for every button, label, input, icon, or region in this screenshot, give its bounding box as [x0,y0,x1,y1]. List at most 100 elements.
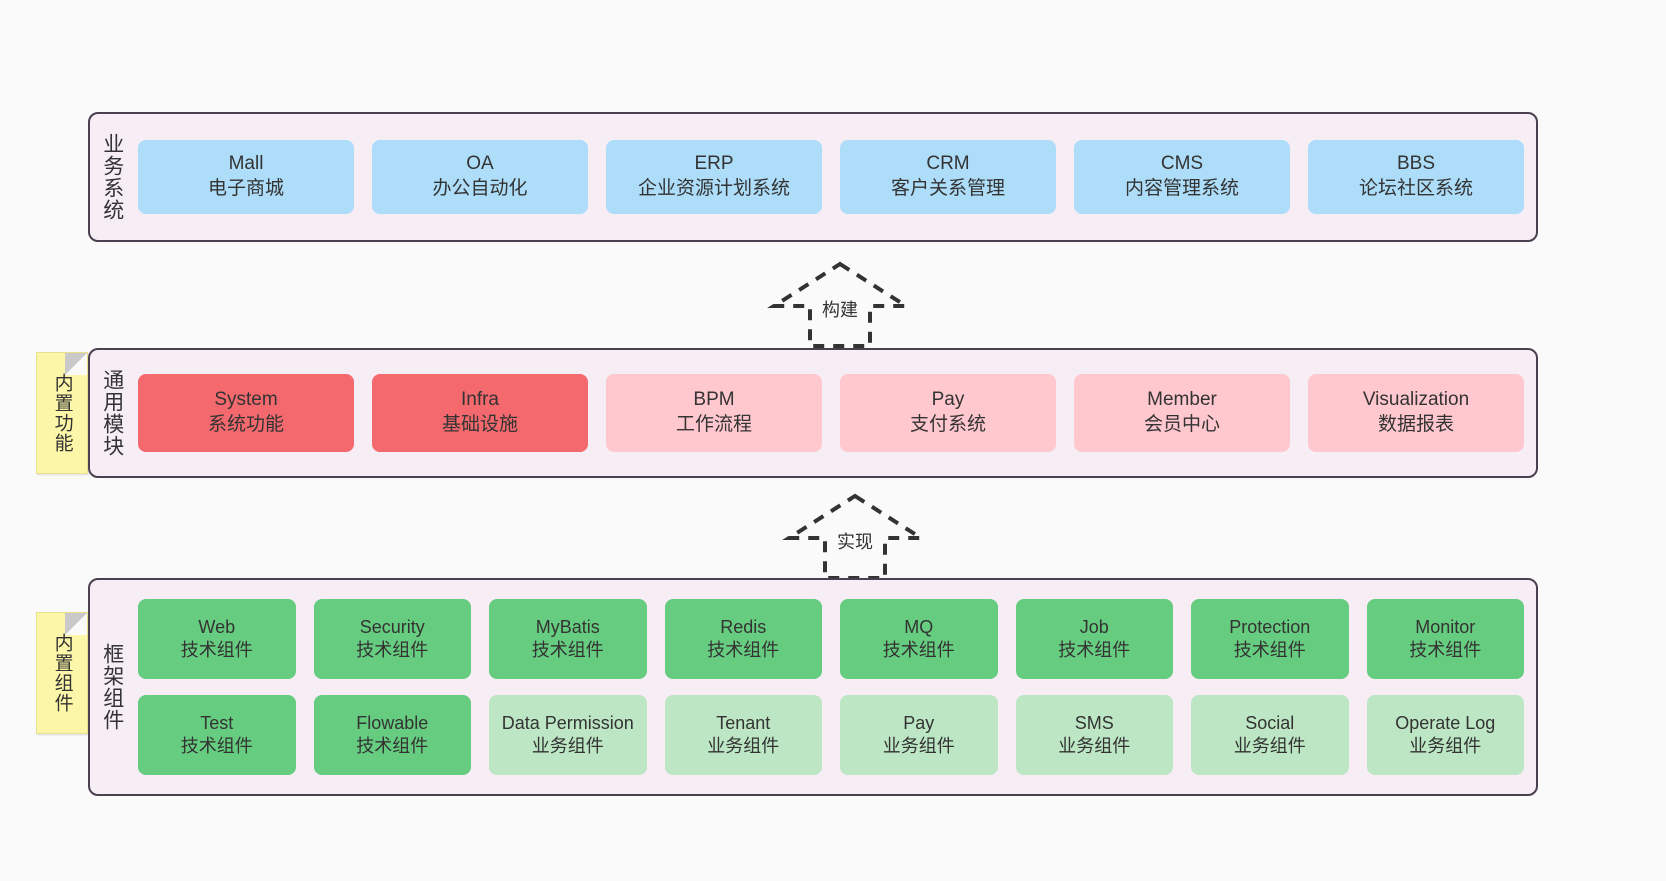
card-title-en: MQ [904,616,934,637]
card-title-en: Social [1245,712,1295,733]
section-business-systems: 业务系统 Mall 电子商城 OA 办公自动化 ERP 企业资源计划系统 CRM [88,112,1538,242]
card-title-cn: 技术组件 [356,736,429,756]
card-title-en: Mall [228,153,264,175]
card-title-cn: 企业资源计划系统 [637,178,790,199]
card-title-en: Operate Log [1395,712,1496,733]
card-sms[interactable]: SMS 业务组件 [1015,695,1173,775]
card-title-cn: 技术组件 [180,736,253,756]
card-title-cn: 工作流程 [675,414,752,435]
card-title-en: Protection [1229,616,1311,637]
card-title-cn: 业务组件 [531,736,604,756]
card-title-en: ERP [694,153,734,175]
card-title-cn: 技术组件 [1233,640,1306,660]
card-member[interactable]: Member 会员中心 [1074,374,1290,452]
card-title-en: Member [1147,389,1217,411]
section-body-business-systems: Mall 电子商城 OA 办公自动化 ERP 企业资源计划系统 CRM 客户关系… [134,114,1536,240]
card-row-business-components: Test 技术组件 Flowable 技术组件 Data Permission … [138,695,1524,775]
card-title-en: Tenant [716,712,771,733]
card-bbs[interactable]: BBS 论坛社区系统 [1308,140,1524,214]
card-oa[interactable]: OA 办公自动化 [372,140,588,214]
card-title-en: Pay [903,712,935,733]
card-row-common-modules: System 系统功能 Infra 基础设施 BPM 工作流程 Pay 支付系统… [138,374,1524,452]
card-web[interactable]: Web 技术组件 [138,599,296,679]
card-pay-component[interactable]: Pay 业务组件 [840,695,998,775]
card-title-cn: 业务组件 [1233,736,1306,756]
section-title-framework-components: 框架组件 [100,643,124,731]
card-title-en: Pay [931,389,965,411]
card-bpm[interactable]: BPM 工作流程 [606,374,822,452]
card-title-en: BBS [1396,153,1436,175]
card-test[interactable]: Test 技术组件 [138,695,296,775]
card-cms[interactable]: CMS 内容管理系统 [1074,140,1290,214]
card-redis[interactable]: Redis 技术组件 [664,599,822,679]
card-title-cn: 业务组件 [1409,736,1482,756]
section-body-framework-components: Web 技术组件 Security 技术组件 MyBatis 技术组件 Redi… [134,580,1536,794]
card-title-cn: 技术组件 [707,640,780,660]
card-title-cn: 会员中心 [1143,414,1220,435]
card-title-cn: 业务组件 [882,736,955,756]
card-pay-module[interactable]: Pay 支付系统 [840,374,1056,452]
card-title-cn: 技术组件 [180,640,253,660]
card-title-cn: 数据报表 [1377,414,1454,435]
card-title-cn: 论坛社区系统 [1358,178,1473,199]
card-mybatis[interactable]: MyBatis 技术组件 [489,599,647,679]
sticky-note-builtin-component: 内置组件 [36,612,88,734]
card-data-permission[interactable]: Data Permission 业务组件 [489,695,647,775]
card-mq[interactable]: MQ 技术组件 [840,599,998,679]
card-infra[interactable]: Infra 基础设施 [372,374,588,452]
card-title-cn: 技术组件 [882,640,955,660]
card-visualization[interactable]: Visualization 数据报表 [1308,374,1524,452]
card-monitor[interactable]: Monitor 技术组件 [1366,599,1524,679]
card-title-en: OA [466,153,494,175]
card-title-en: Security [359,616,425,637]
card-system[interactable]: System 系统功能 [138,374,354,452]
card-title-cn: 办公自动化 [432,178,528,199]
uml-arrow-build: 构建 [760,258,920,350]
card-row-business-systems: Mall 电子商城 OA 办公自动化 ERP 企业资源计划系统 CRM 客户关系… [138,140,1524,214]
card-title-en: Visualization [1362,389,1470,411]
card-social[interactable]: Social 业务组件 [1191,695,1349,775]
card-flowable[interactable]: Flowable 技术组件 [313,695,471,775]
card-title-cn: 客户关系管理 [890,178,1005,199]
card-title-en: Redis [720,616,767,637]
sticky-note-label: 内置组件 [51,633,73,713]
section-framework-components: 框架组件 Web 技术组件 Security 技术组件 MyBatis 技术组件… [88,578,1538,796]
section-title-common-modules: 通用模块 [100,369,124,457]
card-row-tech-components: Web 技术组件 Security 技术组件 MyBatis 技术组件 Redi… [138,599,1524,679]
card-title-en: CRM [926,153,970,175]
card-title-en: SMS [1074,712,1114,733]
card-title-en: System [214,389,278,411]
uml-arrow-realize: 实现 [775,490,935,582]
section-title-business-systems: 业务系统 [100,133,124,221]
card-title-en: Data Permission [501,712,634,733]
card-title-en: CMS [1160,153,1204,175]
uml-arrow-realize-shape [782,493,928,580]
card-title-cn: 业务组件 [1058,736,1131,756]
section-common-modules: 通用模块 System 系统功能 Infra 基础设施 BPM 工作流程 Pay [88,348,1538,478]
card-title-en: Web [198,616,236,637]
card-erp[interactable]: ERP 企业资源计划系统 [606,140,822,214]
card-title-cn: 业务组件 [707,736,780,756]
card-title-cn: 技术组件 [356,640,429,660]
card-tenant[interactable]: Tenant 业务组件 [664,695,822,775]
card-title-cn: 技术组件 [1409,640,1482,660]
card-title-en: Infra [460,389,500,411]
card-title-en: Monitor [1415,616,1476,637]
card-crm[interactable]: CRM 客户关系管理 [840,140,1056,214]
card-protection[interactable]: Protection 技术组件 [1191,599,1349,679]
card-operate-log[interactable]: Operate Log 业务组件 [1366,695,1524,775]
card-title-en: Job [1079,616,1109,637]
section-body-common-modules: System 系统功能 Infra 基础设施 BPM 工作流程 Pay 支付系统… [134,350,1536,476]
card-title-cn: 技术组件 [1058,640,1131,660]
card-title-cn: 系统功能 [207,414,284,435]
card-title-en: BPM [693,389,735,411]
card-security[interactable]: Security 技术组件 [313,599,471,679]
card-title-cn: 基础设施 [441,414,518,435]
uml-arrow-build-shape [767,261,913,348]
card-title-en: MyBatis [535,616,600,637]
card-mall[interactable]: Mall 电子商城 [138,140,354,214]
card-title-cn: 支付系统 [909,414,986,435]
card-job[interactable]: Job 技术组件 [1015,599,1173,679]
card-title-cn: 内容管理系统 [1124,178,1239,199]
